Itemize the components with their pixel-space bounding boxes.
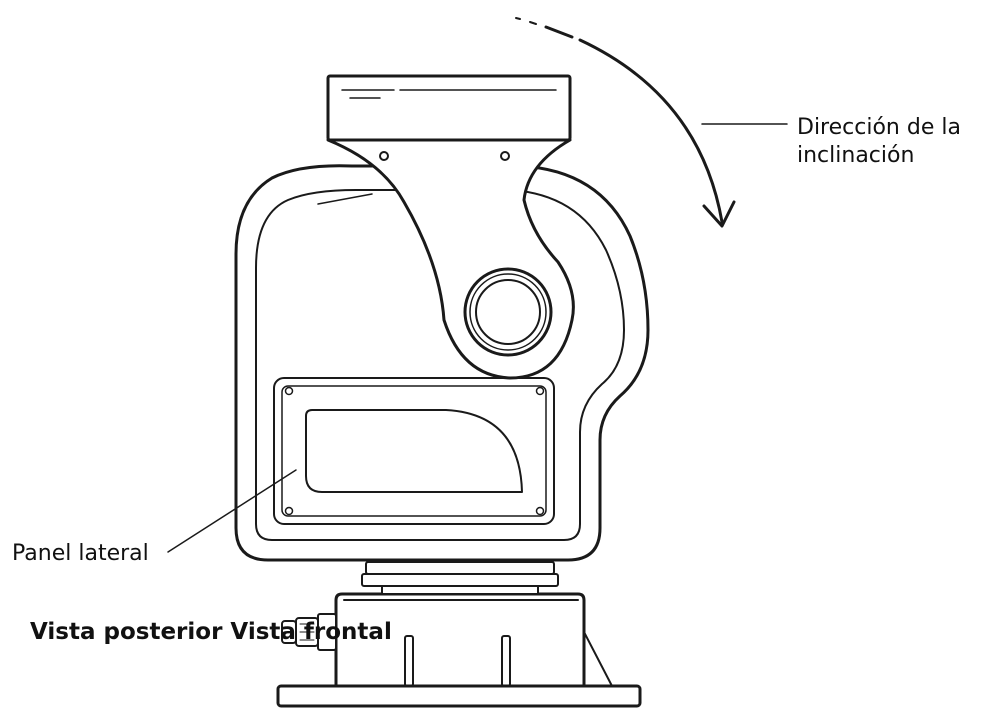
tilt-direction-label: Dirección de la inclinación [797, 114, 961, 170]
side-panel-leader [167, 469, 297, 553]
top-mount [326, 74, 572, 161]
views-caption: Vista posterior Vista frontal [30, 619, 392, 645]
side-panel-label: Panel lateral [12, 541, 149, 566]
rotation-collar [361, 561, 559, 595]
tilt-direction-label-line2: inclinación [797, 143, 915, 168]
tilt-hub [463, 267, 553, 357]
tilt-direction-arrow [515, 17, 736, 228]
base-housing [334, 592, 613, 688]
side-panel [273, 377, 555, 525]
base-plate [276, 684, 642, 708]
cable-gland [281, 613, 337, 651]
tilt-direction-label-line1: Dirección de la [797, 115, 961, 140]
